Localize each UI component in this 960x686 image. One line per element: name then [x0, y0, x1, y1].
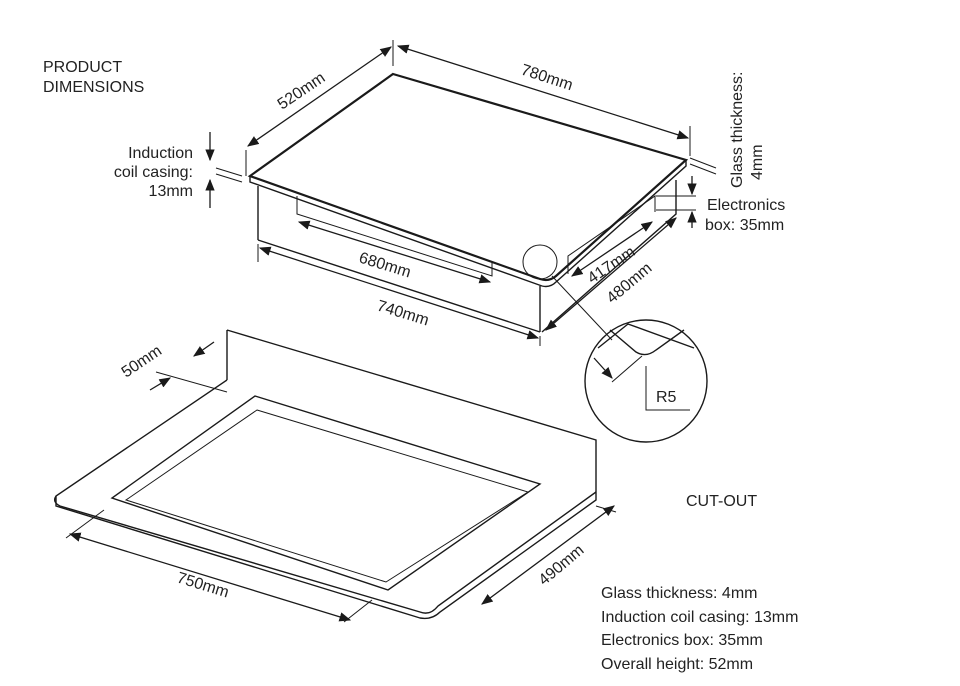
counter-edge: [55, 492, 597, 620]
counter-outline: [53, 379, 597, 614]
product-title-line1: PRODUCT: [43, 59, 122, 76]
radius-label: R5: [656, 389, 677, 406]
induction-label-line3: 13mm: [149, 183, 193, 200]
dim-50-arrow-a: [193, 341, 215, 357]
note-electronics-box: Electronics box: 35mm: [601, 632, 763, 649]
cutout-title: CUT-OUT: [686, 493, 757, 510]
electronics-label-line1: Electronics: [707, 197, 785, 214]
cutout-dimensions: [65, 341, 617, 623]
note-overall-height: Overall height: 52mm: [601, 655, 754, 673]
corner-detail-marker: [522, 244, 558, 280]
dim-50-arrow-b: [149, 377, 172, 391]
detail-circle: [584, 319, 708, 443]
dim-490: [481, 505, 615, 605]
induction-label-line1: Induction: [128, 145, 193, 162]
note-glass-thickness: Glass thickness: 4mm: [601, 585, 758, 602]
glass-label-line1: Glass thickness:: [729, 72, 746, 188]
r5-arrow: [593, 357, 613, 379]
radius-detail: [584, 319, 708, 443]
induction-label-line2: coil casing:: [114, 164, 193, 181]
electronics-label-line2: box: 35mm: [705, 217, 784, 234]
label-780: 780mm: [519, 62, 575, 95]
dim-780: [396, 44, 690, 140]
product-dimensions: [205, 40, 717, 346]
note-coil-casing: Induction coil casing: 13mm: [601, 608, 799, 626]
label-740: 740mm: [375, 298, 431, 330]
cutout-hole-inner: [124, 409, 530, 583]
label-520: 520mm: [275, 69, 329, 113]
product-title-line2: DIMENSIONS: [43, 79, 144, 96]
dim-740: [258, 246, 540, 340]
dim-417: [571, 221, 653, 277]
specs-notes: Glass thickness: 4mm Induction coil casi…: [601, 582, 798, 676]
dim-520: [247, 46, 392, 147]
cutout-hole: [110, 395, 542, 591]
label-490: 490mm: [536, 542, 588, 589]
detail-leader: [551, 275, 613, 341]
label-50: 50mm: [119, 342, 165, 381]
cutout-backboard: [226, 329, 597, 492]
dim-750: [68, 532, 352, 622]
glass-label-line2: 4mm: [749, 144, 766, 180]
label-680: 680mm: [357, 250, 413, 282]
